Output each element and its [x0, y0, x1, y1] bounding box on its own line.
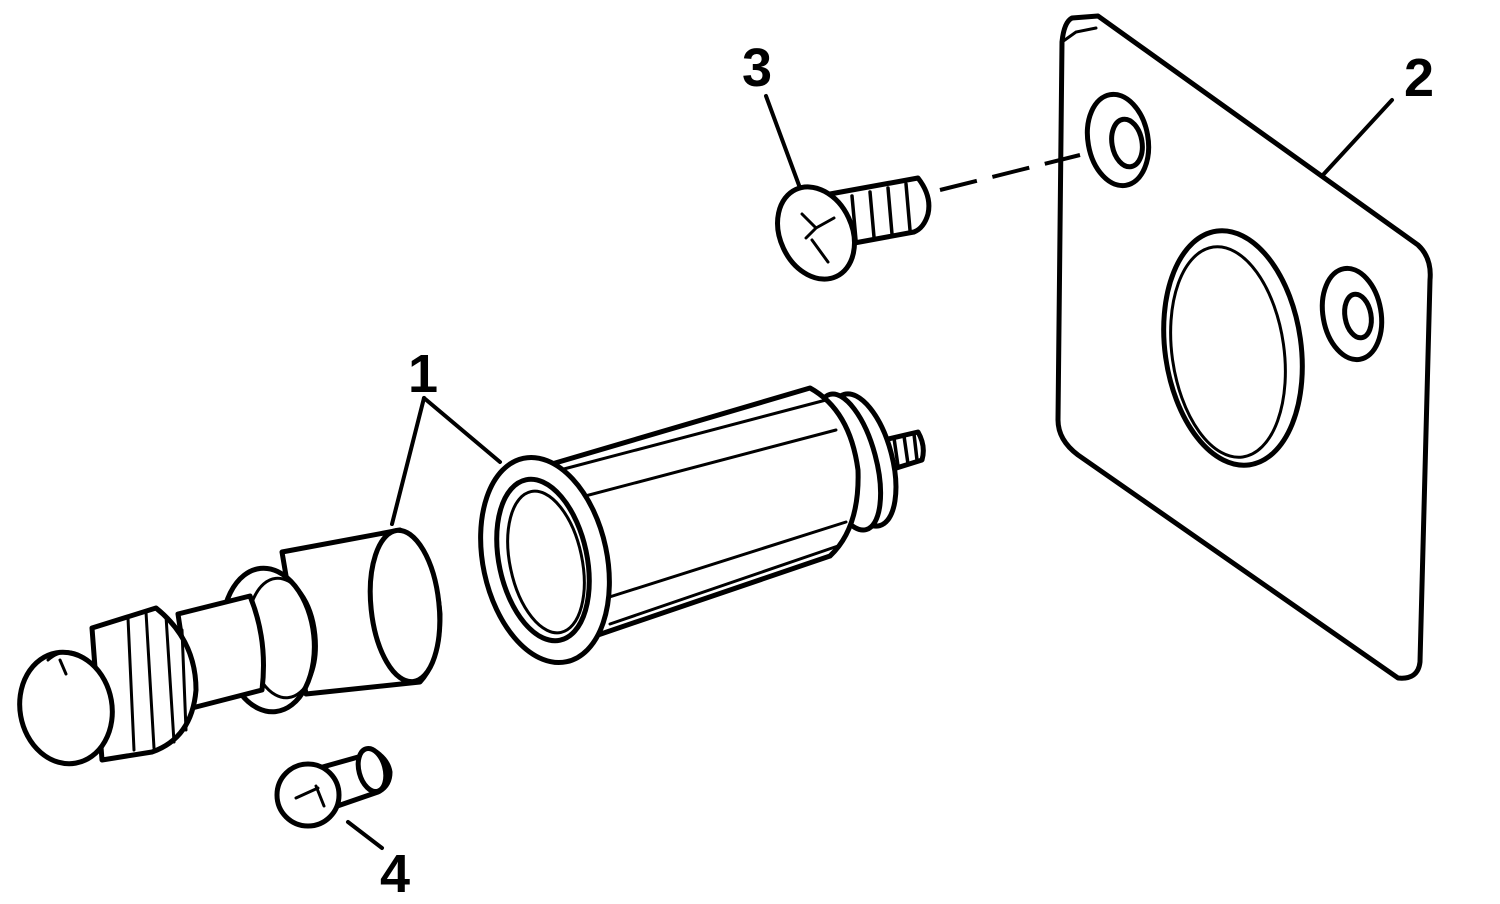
callout-1: 1	[408, 344, 438, 404]
bulb	[274, 745, 393, 829]
callout-4-leader	[346, 820, 384, 850]
screw-alignment-line	[939, 153, 1081, 192]
callout-1-leader-b	[422, 396, 502, 464]
callout-3-leader	[764, 94, 802, 190]
callout-2-leader	[1320, 98, 1394, 178]
mounting-plate	[1055, 13, 1433, 681]
lighter-plug	[17, 527, 443, 767]
callout-1-leader-a	[390, 396, 426, 526]
callout-3: 3	[742, 38, 772, 98]
lighter-socket	[478, 385, 926, 666]
screw	[775, 175, 932, 282]
callout-2: 2	[1404, 48, 1434, 108]
callout-4: 4	[380, 844, 410, 904]
